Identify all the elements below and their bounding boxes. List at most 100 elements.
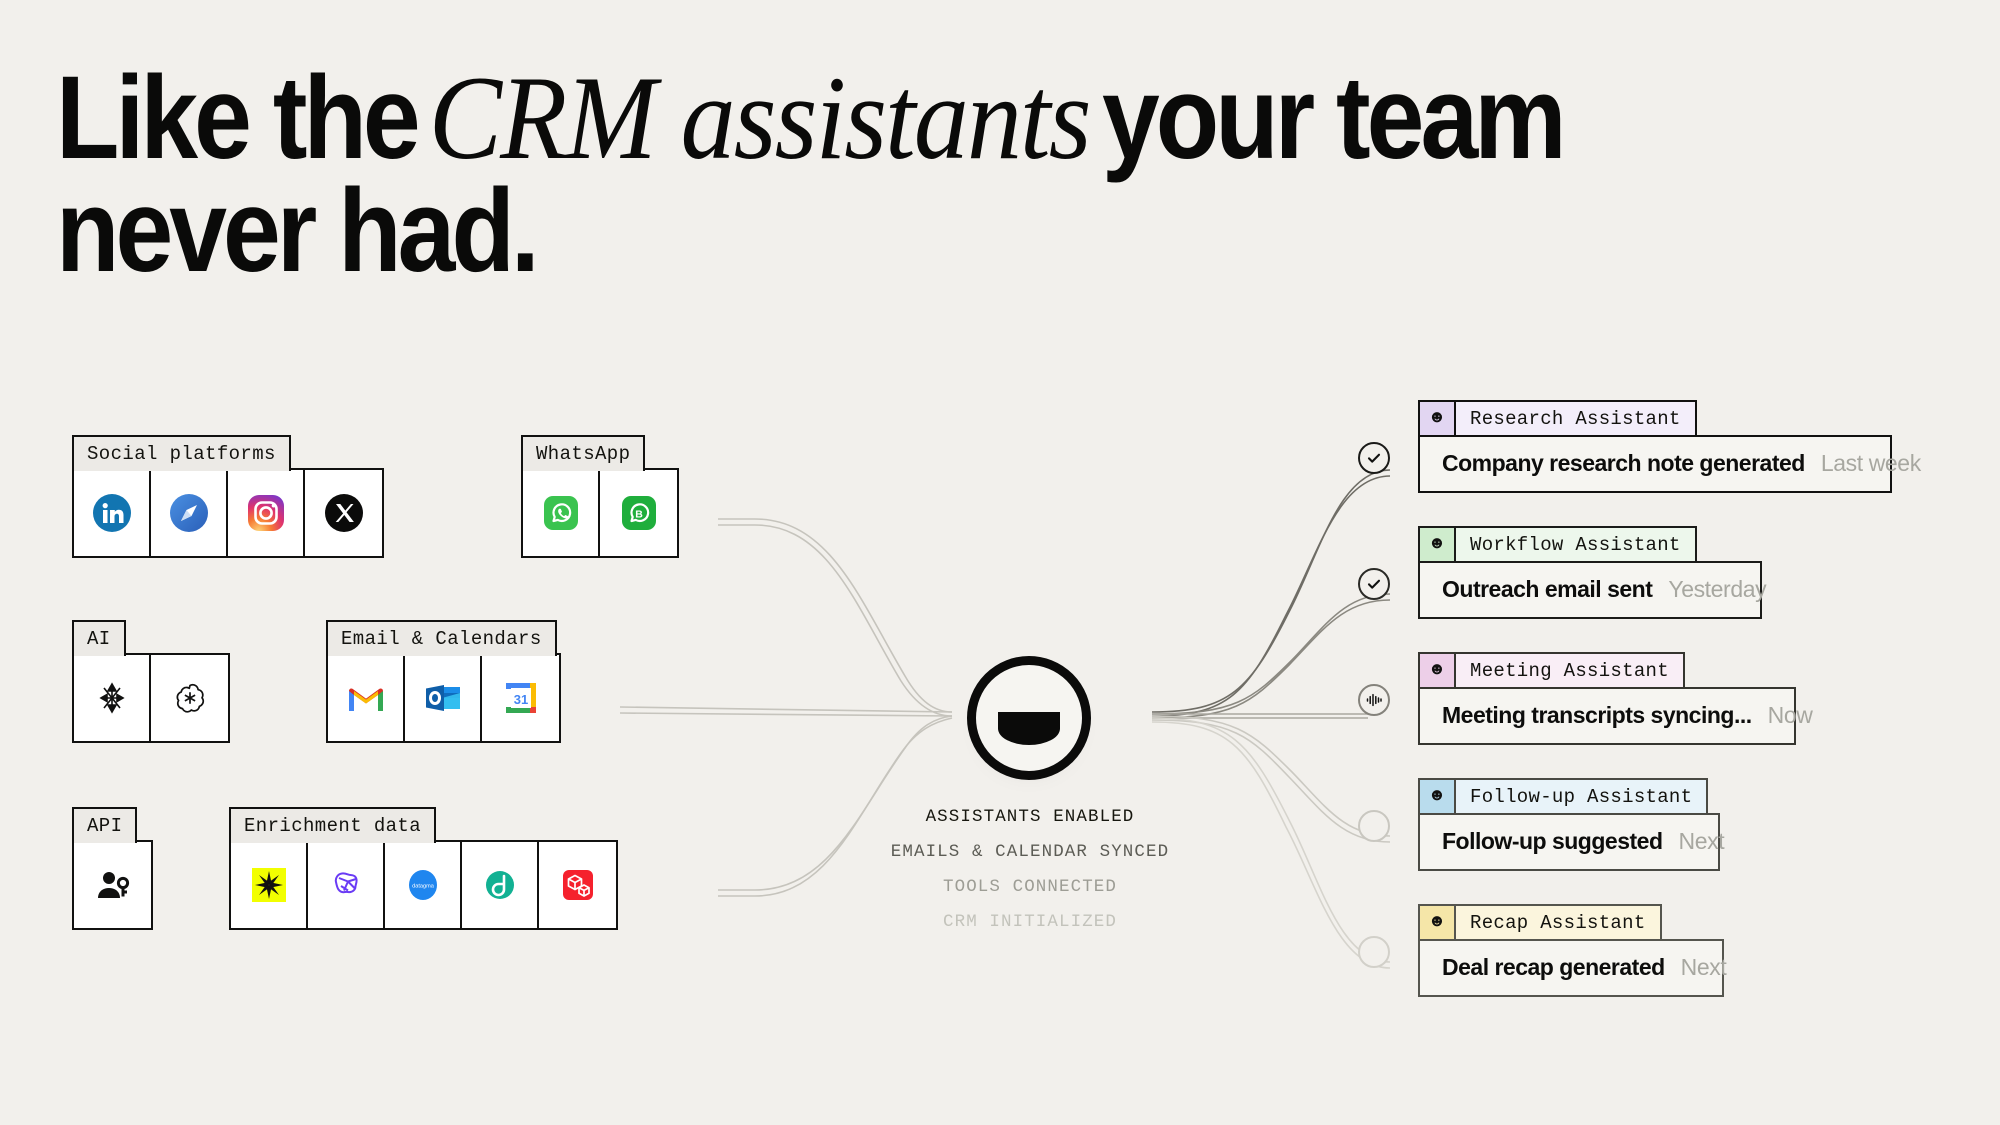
headline-part-pre: Like the bbox=[56, 52, 442, 184]
group-label: Social platforms bbox=[72, 435, 291, 471]
hub-status-line-2: EMAILS & CALENDAR SYNCED bbox=[890, 842, 1170, 862]
check-icon bbox=[1367, 453, 1381, 463]
assistant-card-meeting[interactable]: ☻ Meeting Assistant Meeting transcripts … bbox=[1418, 652, 1813, 745]
enrichment-star-icon bbox=[251, 868, 286, 903]
assistant-message: Meeting transcripts syncing... bbox=[1442, 702, 1752, 728]
instagram-icon bbox=[247, 495, 284, 532]
headline-part-post: your team bbox=[1077, 52, 1567, 184]
assistant-card-body: Company research note generated Last wee… bbox=[1418, 434, 1921, 493]
assistant-card-header: ☻ Recap Assistant bbox=[1418, 904, 1662, 941]
assistant-title: Follow-up Assistant bbox=[1454, 778, 1709, 815]
hub-status-list: ASSISTANTS ENABLED EMAILS & CALENDAR SYN… bbox=[855, 800, 1205, 940]
enrichment-cube-icon bbox=[562, 870, 593, 901]
integration-group-ai: AI bbox=[72, 620, 230, 744]
claude-icon bbox=[98, 682, 125, 715]
smiley-face-icon: ☻ bbox=[1418, 400, 1454, 437]
integration-gmail[interactable] bbox=[328, 655, 405, 742]
assistant-face-icon bbox=[998, 712, 1060, 745]
assistant-card-body: Deal recap generated Next bbox=[1418, 938, 1727, 997]
status-node-check-1 bbox=[1358, 442, 1390, 474]
smiley-face-icon: ☻ bbox=[1418, 778, 1454, 815]
sales-navigator-icon bbox=[169, 494, 208, 533]
enrichment-brain-icon bbox=[334, 872, 358, 894]
status-node-empty-2 bbox=[1358, 936, 1390, 968]
integration-sales-navigator[interactable] bbox=[151, 470, 228, 557]
assistant-card-recap[interactable]: ☻ Recap Assistant Deal recap generated N… bbox=[1418, 904, 1727, 997]
assistant-timestamp: Next bbox=[1680, 954, 1727, 980]
headline-line-2: never had. bbox=[56, 165, 540, 298]
integration-datagma[interactable]: datagma bbox=[385, 842, 462, 929]
check-icon bbox=[1367, 579, 1381, 589]
svg-text:B: B bbox=[635, 509, 643, 521]
smiley-face-icon: ☻ bbox=[1418, 526, 1454, 563]
group-label: WhatsApp bbox=[521, 435, 646, 471]
assistant-title: Workflow Assistant bbox=[1454, 526, 1697, 563]
gmail-icon bbox=[348, 688, 383, 712]
integration-whatsapp[interactable] bbox=[523, 470, 600, 557]
assistant-message: Company research note generated bbox=[1442, 450, 1805, 476]
whatsapp-business-icon: B bbox=[621, 496, 656, 531]
assistant-card-header: ☻ Workflow Assistant bbox=[1418, 526, 1697, 563]
assistant-card-body: Outreach email sent Yesterday bbox=[1418, 560, 1767, 619]
integration-dropcontact[interactable] bbox=[462, 842, 539, 929]
integration-claude[interactable] bbox=[74, 655, 151, 742]
integration-google-calendar[interactable]: 31 bbox=[482, 655, 559, 742]
assistant-card-follow-up[interactable]: ☻ Follow-up Assistant Follow-up suggeste… bbox=[1418, 778, 1725, 871]
hub-status-line-1: ASSISTANTS ENABLED bbox=[925, 807, 1135, 827]
assistant-title: Recap Assistant bbox=[1454, 904, 1662, 941]
assistant-timestamp: Now bbox=[1767, 702, 1813, 728]
google-calendar-icon: 31 bbox=[505, 683, 536, 714]
integration-api[interactable] bbox=[74, 842, 151, 929]
integration-enrichment-star[interactable] bbox=[231, 842, 308, 929]
group-cells: B bbox=[521, 468, 679, 559]
assistant-card-workflow[interactable]: ☻ Workflow Assistant Outreach email sent… bbox=[1418, 526, 1767, 619]
hub-status-line-3: TOOLS CONNECTED bbox=[942, 877, 1118, 897]
whatsapp-icon bbox=[543, 496, 578, 531]
assistant-title: Research Assistant bbox=[1454, 400, 1697, 437]
integration-group-api: API bbox=[72, 807, 153, 931]
assistant-card-header: ☻ Research Assistant bbox=[1418, 400, 1697, 437]
smiley-face-icon: ☻ bbox=[1418, 904, 1454, 941]
status-node-empty-1 bbox=[1358, 810, 1390, 842]
svg-text:31: 31 bbox=[513, 692, 527, 707]
assistant-message: Outreach email sent bbox=[1442, 576, 1653, 602]
group-label: Email & Calendars bbox=[326, 620, 557, 656]
assistant-title: Meeting Assistant bbox=[1454, 652, 1685, 689]
assistant-card-research[interactable]: ☻ Research Assistant Company research no… bbox=[1418, 400, 1921, 493]
group-cells: datagma bbox=[229, 840, 618, 931]
hub-status-line-4: CRM INITIALIZED bbox=[942, 912, 1118, 932]
integration-group-email-calendars: Email & Calendars bbox=[326, 620, 561, 744]
dropcontact-icon bbox=[485, 871, 514, 900]
integration-instagram[interactable] bbox=[228, 470, 305, 557]
integration-enrichment-brain[interactable] bbox=[308, 842, 385, 929]
x-twitter-icon bbox=[324, 494, 363, 533]
status-node-check-2 bbox=[1358, 568, 1390, 600]
openai-icon bbox=[176, 684, 204, 714]
assistant-message: Follow-up suggested bbox=[1442, 828, 1663, 854]
assistant-message: Deal recap generated bbox=[1442, 954, 1665, 980]
waveform-icon bbox=[1366, 693, 1382, 707]
assistant-timestamp: Last week bbox=[1820, 450, 1921, 476]
assistant-card-header: ☻ Meeting Assistant bbox=[1418, 652, 1685, 689]
headline-line-1: Like the CRM assistants your team bbox=[56, 57, 1640, 177]
svg-text:datagma: datagma bbox=[412, 884, 435, 890]
group-cells: 31 bbox=[326, 653, 561, 744]
api-user-key-icon bbox=[97, 872, 129, 899]
group-label: API bbox=[72, 807, 138, 843]
status-node-waveform bbox=[1358, 684, 1390, 716]
assistant-timestamp: Next bbox=[1678, 828, 1725, 854]
integration-outlook[interactable] bbox=[405, 655, 482, 742]
group-label: AI bbox=[72, 620, 126, 656]
integration-x-twitter[interactable] bbox=[305, 470, 382, 557]
integration-linkedin[interactable] bbox=[74, 470, 151, 557]
integration-group-whatsapp: WhatsApp B bbox=[521, 435, 679, 559]
integration-group-enrichment-data: Enrichment data bbox=[229, 807, 618, 931]
group-cells bbox=[72, 840, 153, 931]
integration-whatsapp-business[interactable]: B bbox=[600, 470, 677, 557]
integration-openai[interactable] bbox=[151, 655, 228, 742]
assistant-timestamp: Yesterday bbox=[1668, 576, 1767, 602]
smiley-face-icon: ☻ bbox=[1418, 652, 1454, 689]
integration-enrichment-cube[interactable] bbox=[539, 842, 616, 929]
group-cells bbox=[72, 653, 230, 744]
